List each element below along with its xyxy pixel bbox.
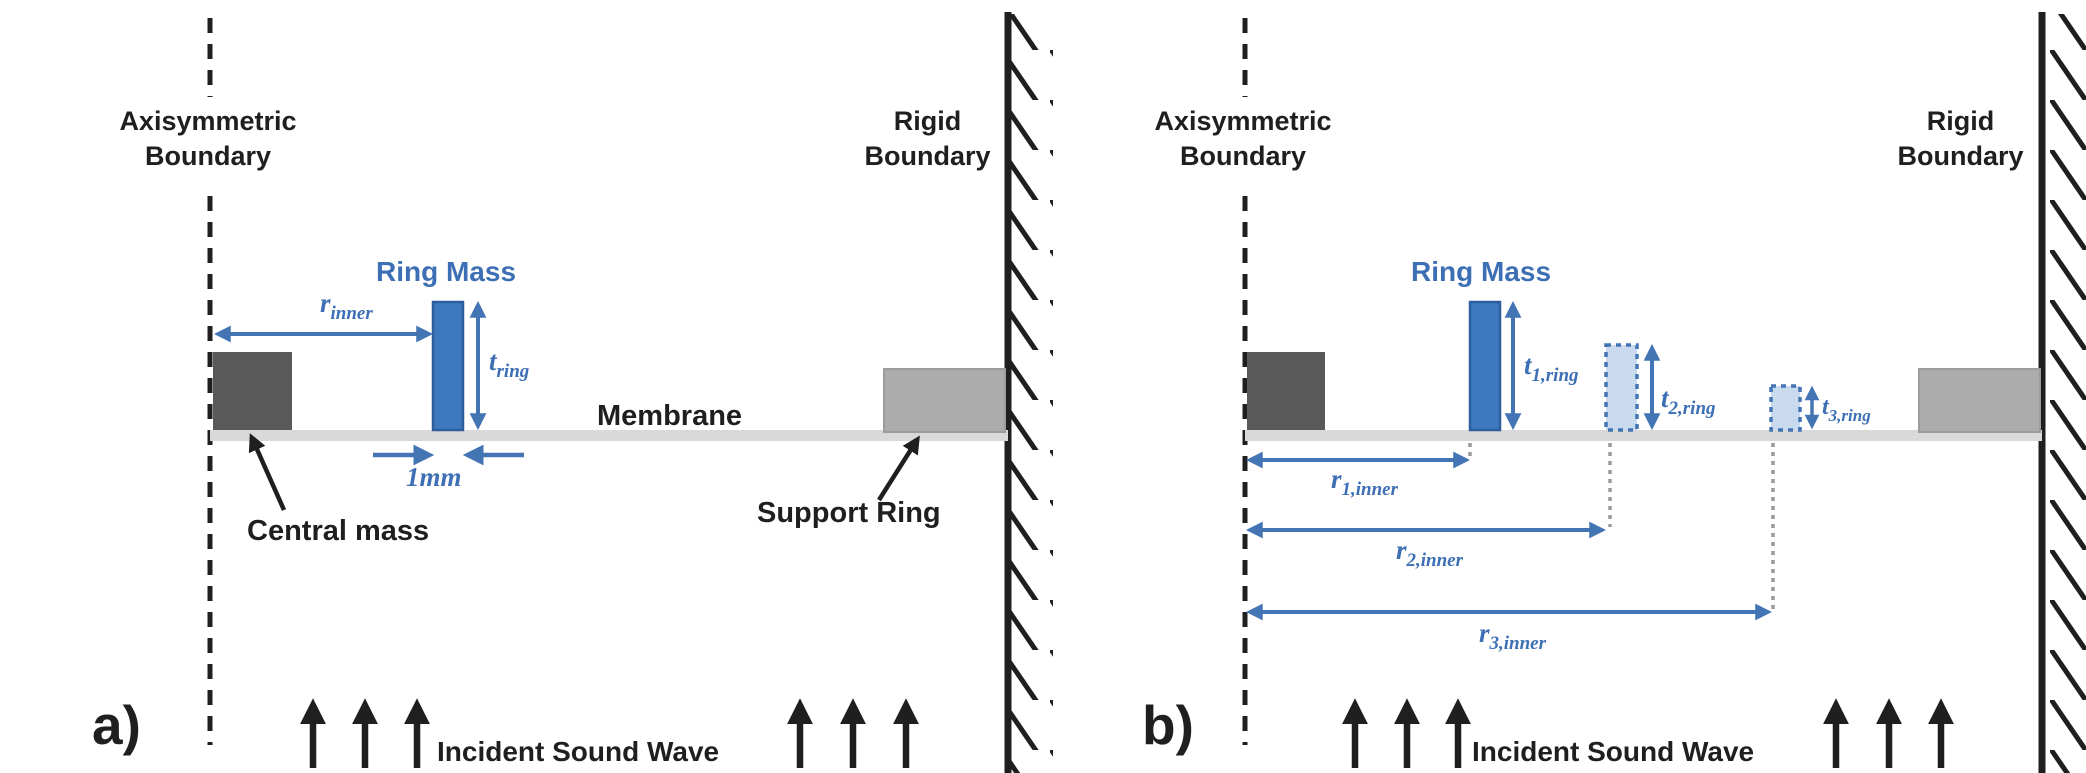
rigid-boundary-label-line1: Rigid bbox=[893, 106, 962, 136]
membrane-bar bbox=[1245, 430, 2042, 441]
axisymmetric-boundary-label-line1: Axisymmetric bbox=[119, 106, 297, 136]
rigid-boundary-label: Rigid Boundary bbox=[845, 104, 1010, 174]
axisymmetric-boundary-label: Axisymmetric Boundary bbox=[1123, 104, 1363, 174]
panel-b-letter: b) bbox=[1142, 694, 1194, 756]
t-ring-base: t bbox=[489, 346, 497, 376]
panel-b-shapes bbox=[1242, 12, 2086, 773]
incident-sound-wave-arrows bbox=[300, 698, 919, 768]
r1-inner-base: r bbox=[1331, 464, 1342, 494]
axisymmetric-boundary-label: Axisymmetric Boundary bbox=[88, 104, 328, 174]
t2-ring-base: t bbox=[1661, 383, 1669, 413]
central-mass-block bbox=[213, 352, 292, 430]
ring-width-label: 1mm bbox=[406, 462, 462, 492]
t-ring-dimension-label: tring bbox=[489, 346, 529, 383]
central-mass-block bbox=[1247, 352, 1325, 430]
r1-inner-sub: 1,inner bbox=[1341, 479, 1399, 500]
t1-ring-base: t bbox=[1524, 350, 1532, 380]
ring-mass-label: Ring Mass bbox=[1411, 256, 1552, 287]
support-ring-pointer-arrow bbox=[877, 435, 920, 502]
rigid-boundary-label: Rigid Boundary bbox=[1878, 104, 2043, 174]
incident-sound-wave-arrows bbox=[1342, 698, 1954, 768]
incident-sound-wave-label: Incident Sound Wave bbox=[437, 736, 720, 767]
central-mass-label: Central mass bbox=[247, 515, 430, 547]
r-inner-base: r bbox=[320, 288, 331, 318]
panel-a-shapes bbox=[207, 12, 1053, 773]
t1-ring-sub: 1,ring bbox=[1531, 365, 1579, 386]
r2-inner-base: r bbox=[1396, 535, 1407, 565]
rigid-wall-hatching bbox=[1011, 14, 1053, 773]
membrane-label: Membrane bbox=[597, 400, 743, 432]
rigid-wall-hatching bbox=[2045, 14, 2086, 773]
r-inner-dimension-label: rinner bbox=[320, 288, 373, 325]
r1-inner-dimension-label: r1,inner bbox=[1331, 464, 1398, 501]
t1-ring-dimension-label: t1,ring bbox=[1524, 350, 1579, 387]
ring-mass-3-block bbox=[1769, 384, 1802, 432]
central-mass-pointer-arrow bbox=[248, 433, 287, 511]
t2-ring-dimension-label: t2,ring bbox=[1661, 383, 1716, 420]
support-ring-block bbox=[883, 368, 1006, 433]
t3-ring-base: t bbox=[1822, 394, 1829, 420]
membrane-bar bbox=[210, 430, 1008, 441]
ring-mass-label: Ring Mass bbox=[376, 256, 517, 287]
rigid-boundary-label-line2: Boundary bbox=[864, 141, 991, 171]
r3-inner-base: r bbox=[1479, 618, 1490, 648]
panel-a-letter: a) bbox=[92, 694, 141, 756]
rigid-boundary-label-line1: Rigid bbox=[1926, 106, 1995, 136]
support-ring-label: Support Ring bbox=[757, 497, 941, 529]
ring-mass-1-block bbox=[1468, 300, 1502, 432]
r3-inner-sub: 3,inner bbox=[1489, 633, 1547, 654]
r2-inner-dimension-label: r2,inner bbox=[1396, 535, 1463, 572]
ring-mass-block bbox=[431, 300, 465, 432]
t-ring-sub: ring bbox=[496, 361, 530, 382]
rigid-boundary-label-line2: Boundary bbox=[1897, 141, 2024, 171]
r3-inner-dimension-label: r3,inner bbox=[1479, 618, 1546, 655]
t2-ring-sub: 2,ring bbox=[1668, 398, 1716, 419]
axisymmetric-boundary-label-line2: Boundary bbox=[144, 141, 271, 171]
r2-inner-sub: 2,inner bbox=[1406, 550, 1464, 571]
axisymmetric-boundary-label-line2: Boundary bbox=[1179, 141, 1306, 171]
t3-ring-sub: 3,ring bbox=[1828, 406, 1871, 425]
ring-mass-2-block bbox=[1604, 343, 1639, 432]
r-inner-sub: inner bbox=[330, 303, 373, 324]
t3-ring-dimension-label: t3,ring bbox=[1822, 394, 1871, 426]
axisymmetric-boundary-label-line1: Axisymmetric bbox=[1154, 106, 1332, 136]
incident-sound-wave-label: Incident Sound Wave bbox=[1472, 736, 1755, 767]
support-ring-block bbox=[1918, 368, 2041, 433]
